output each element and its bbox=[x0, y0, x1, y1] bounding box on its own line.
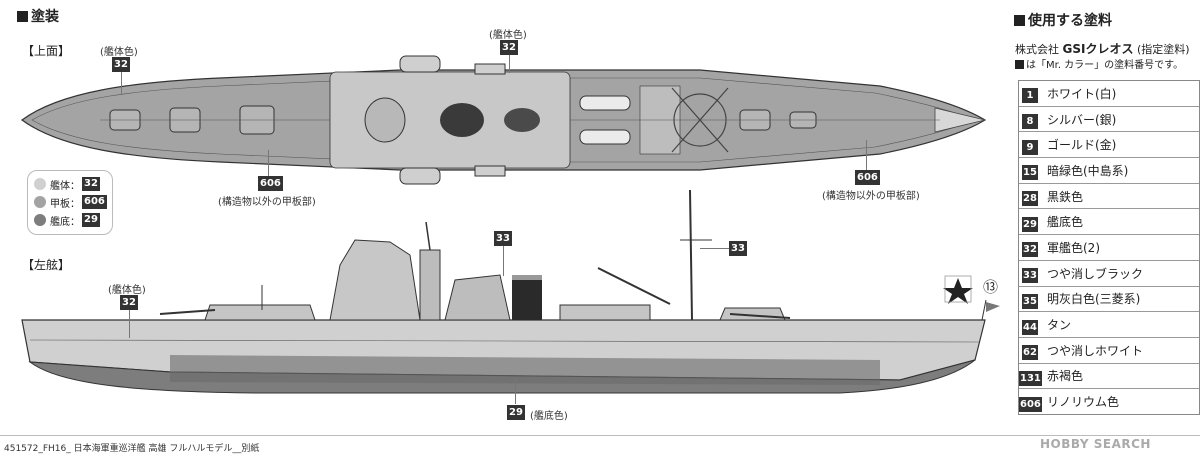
square-icon bbox=[1015, 60, 1024, 69]
legend-code: 29 bbox=[82, 213, 100, 227]
paint-row: 29 艦底色 bbox=[1019, 209, 1199, 236]
paint-name: 軍艦色(2) bbox=[1047, 240, 1100, 255]
side-bottom-code: 29 bbox=[507, 405, 525, 420]
legend-row: 艦底： 29 bbox=[34, 212, 100, 228]
paint-row: 35 明灰白色(三菱系) bbox=[1019, 287, 1199, 313]
note-line: は「Mr. カラー」の塗料番号です。 bbox=[1015, 56, 1183, 71]
paint-code: 29 bbox=[1022, 216, 1038, 232]
leader-line bbox=[866, 140, 867, 170]
footer-divider bbox=[0, 435, 1200, 436]
side-funnel-code: 33 bbox=[494, 231, 512, 246]
side-hull-label: (艦体色) bbox=[108, 285, 146, 296]
panel-title: 使用する塗料 bbox=[1014, 10, 1112, 30]
top-deck-label-left: (構造物以外の甲板部) bbox=[218, 197, 316, 208]
top-view-ship bbox=[20, 55, 987, 185]
paint-code: 62 bbox=[1022, 345, 1038, 361]
color-swatch bbox=[34, 214, 46, 226]
paint-name: 赤褐色 bbox=[1047, 369, 1084, 384]
company-suffix: (指定塗料) bbox=[1136, 43, 1190, 56]
paint-code: 32 bbox=[1022, 242, 1038, 258]
paint-name: 艦底色 bbox=[1047, 215, 1084, 230]
color-swatch bbox=[34, 196, 46, 208]
top-hull-code: 32 bbox=[112, 57, 130, 72]
legend-row: 甲板： 606 bbox=[34, 194, 107, 210]
paint-code: 28 bbox=[1022, 191, 1038, 207]
paint-row: 1 ホワイト(白) bbox=[1019, 81, 1199, 107]
side-mast-code: 33 bbox=[729, 241, 747, 256]
side-hull-code: 32 bbox=[120, 295, 138, 310]
paint-code: 1 bbox=[1022, 88, 1038, 104]
paint-code: 44 bbox=[1022, 319, 1038, 335]
paint-table: 1 ホワイト(白) 8 シルバー(銀) 9 ゴールド(金) 15 暗緑色(中島系) 28… bbox=[1018, 80, 1200, 415]
side-bottom-label: (艦底色) bbox=[530, 411, 568, 422]
paint-name: つや消しホワイト bbox=[1047, 343, 1144, 358]
paint-row: 62 つや消しホワイト bbox=[1019, 338, 1199, 364]
top-deck-code-left: 606 bbox=[258, 176, 283, 191]
paint-row: 606 リノリウム色 bbox=[1019, 389, 1199, 414]
top-center-label: (艦体色) bbox=[489, 30, 527, 41]
paint-row: 8 シルバー(銀) bbox=[1019, 107, 1199, 133]
paint-row: 9 ゴールド(金) bbox=[1019, 132, 1199, 159]
paint-code: 35 bbox=[1022, 293, 1038, 309]
paint-code: 15 bbox=[1022, 165, 1038, 181]
footer-text: 451572_FH16_ 日本海軍重巡洋艦 高雄 フルハルモデル__別紙 bbox=[4, 444, 260, 454]
company-brand: GSIクレオス bbox=[1062, 42, 1134, 56]
note-text: は「Mr. カラー」の塗料番号です。 bbox=[1026, 60, 1184, 71]
legend-name: 艦体 bbox=[50, 180, 70, 192]
top-view-heading: 【上面】 bbox=[22, 44, 71, 58]
side-view-heading: 【左舷】 bbox=[22, 258, 71, 272]
paint-name: リノリウム色 bbox=[1047, 395, 1120, 410]
legend-code: 606 bbox=[82, 195, 107, 209]
color-legend: 艦体： 32 甲板： 606 艦底： 29 bbox=[27, 170, 113, 235]
leader-line bbox=[268, 150, 269, 176]
paint-name: つや消しブラック bbox=[1047, 266, 1144, 281]
paint-row: 32 軍艦色(2) bbox=[1019, 235, 1199, 261]
paint-row: 33 つや消しブラック bbox=[1019, 261, 1199, 287]
leader-line bbox=[121, 72, 122, 94]
legend-name: 艦底 bbox=[50, 216, 70, 228]
leader-line bbox=[503, 246, 504, 276]
leader-line bbox=[700, 248, 729, 249]
top-hull-label: (艦体色) bbox=[100, 47, 138, 58]
watermark: HOBBY SEARCH bbox=[1040, 437, 1151, 451]
paint-code: 9 bbox=[1022, 139, 1038, 155]
paint-code: 606 bbox=[1019, 396, 1042, 412]
top-deck-code-right: 606 bbox=[855, 170, 880, 185]
paint-name: 暗緑色(中島系) bbox=[1047, 163, 1129, 178]
paint-name: ゴールド(金) bbox=[1047, 138, 1117, 153]
panel-title-text: 使用する塗料 bbox=[1028, 13, 1112, 29]
paint-row: 44 タン bbox=[1019, 312, 1199, 338]
square-icon bbox=[17, 11, 28, 22]
paint-code: 33 bbox=[1022, 268, 1038, 284]
top-center-code: 32 bbox=[500, 40, 518, 55]
paint-name: タン bbox=[1047, 318, 1072, 333]
flag-number: ⑬ bbox=[983, 278, 999, 296]
legend-row: 艦体： 32 bbox=[34, 176, 100, 192]
paint-row: 28 黒鉄色 bbox=[1019, 184, 1199, 210]
leader-line bbox=[515, 378, 516, 404]
paint-name: ホワイト(白) bbox=[1047, 86, 1117, 101]
side-view-ship bbox=[21, 189, 1000, 394]
paint-name: シルバー(銀) bbox=[1047, 112, 1117, 127]
top-deck-label-right: (構造物以外の甲板部) bbox=[822, 191, 920, 202]
paint-row: 131 赤褐色 bbox=[1019, 364, 1199, 390]
leader-line bbox=[129, 310, 130, 338]
square-icon bbox=[1014, 15, 1025, 26]
paint-code: 8 bbox=[1022, 114, 1038, 130]
company-prefix: 株式会社 bbox=[1015, 43, 1059, 56]
paint-name: 黒鉄色 bbox=[1047, 189, 1084, 204]
legend-code: 32 bbox=[82, 177, 100, 191]
legend-name: 甲板 bbox=[50, 198, 70, 210]
paint-name: 明灰白色(三菱系) bbox=[1047, 292, 1141, 307]
company-line: 株式会社 GSIクレオス (指定塗料) bbox=[1015, 40, 1190, 57]
color-swatch bbox=[34, 178, 46, 190]
paint-panel: 使用する塗料 株式会社 GSIクレオス (指定塗料) は「Mr. カラー」の塗料… bbox=[1010, 0, 1200, 457]
paint-code: 131 bbox=[1019, 370, 1042, 386]
leader-line bbox=[509, 55, 510, 73]
section-title: 塗装 bbox=[17, 6, 59, 26]
paint-row: 15 暗緑色(中島系) bbox=[1019, 158, 1199, 184]
section-title-text: 塗装 bbox=[31, 9, 59, 25]
